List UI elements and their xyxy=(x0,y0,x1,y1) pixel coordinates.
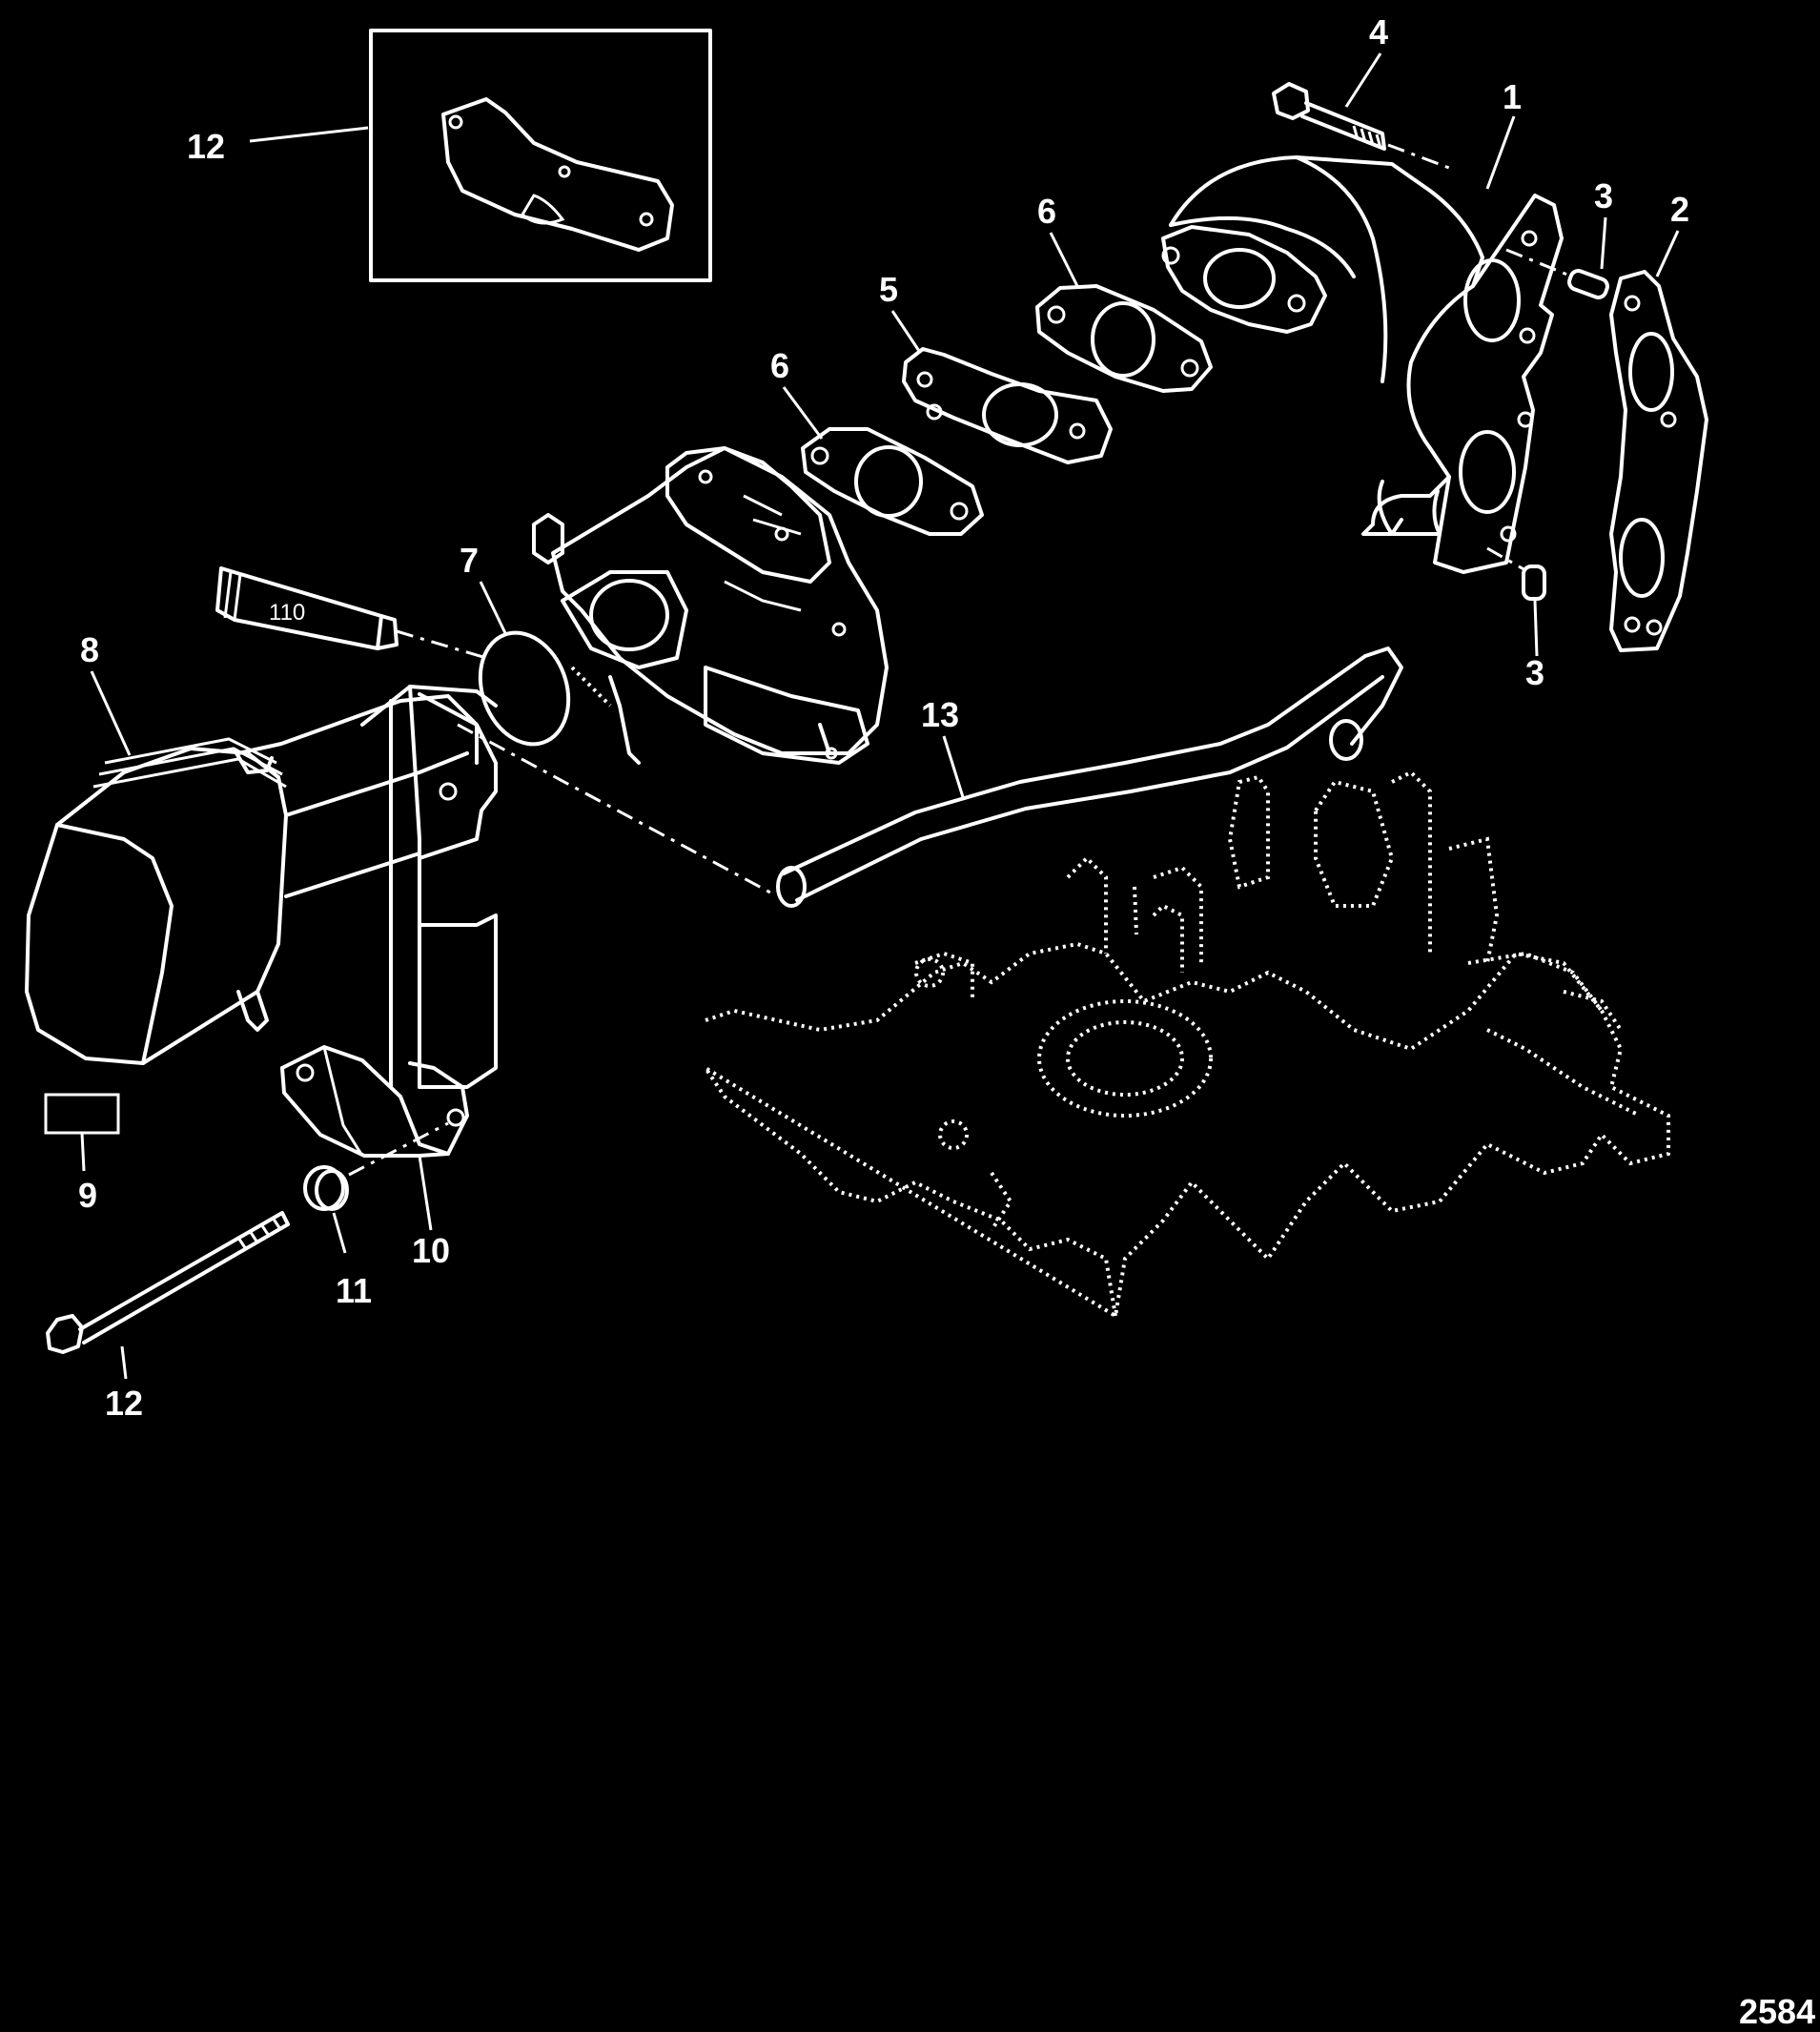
dowel-pin-lower xyxy=(1486,546,1546,601)
manifold-gasket xyxy=(1609,270,1708,652)
long-bolt xyxy=(46,1211,290,1354)
callout-10: 10 xyxy=(412,1231,450,1270)
carburetor xyxy=(532,446,889,765)
grommet xyxy=(303,1121,449,1211)
engine-block xyxy=(704,770,1670,1320)
inset-gasket xyxy=(441,97,674,252)
hose xyxy=(776,647,1403,908)
callout-12: 12 xyxy=(105,1384,143,1423)
callout-3b: 3 xyxy=(1525,653,1544,692)
callout-5: 5 xyxy=(879,270,898,309)
figure-number: 2584 xyxy=(1739,1992,1815,2031)
callout-7: 7 xyxy=(460,541,479,580)
carburetor-gasket-upper xyxy=(1035,284,1213,393)
callout-1: 1 xyxy=(1503,77,1522,116)
sealant-tube: 110 xyxy=(215,566,399,650)
callout-6b: 6 xyxy=(770,346,789,385)
dowel-pin-upper xyxy=(1505,248,1609,299)
callout-9: 9 xyxy=(78,1176,97,1215)
inset-box xyxy=(369,29,712,282)
callout-8: 8 xyxy=(80,630,99,669)
silencer-bracket xyxy=(280,1045,469,1158)
callout-13: 13 xyxy=(921,695,959,734)
sealant-label-110: 110 xyxy=(269,600,305,626)
callout-3a: 3 xyxy=(1594,176,1613,216)
o-ring xyxy=(478,630,571,747)
intake-manifold xyxy=(1161,155,1564,574)
manifold-bolt xyxy=(1272,82,1450,170)
callout-line-14 xyxy=(249,126,369,143)
callout-14: 12 xyxy=(187,127,225,166)
carburetor-gasket-lower xyxy=(801,427,984,536)
callout-2: 2 xyxy=(1670,190,1689,229)
callout-6a: 6 xyxy=(1037,192,1056,231)
intake-silencer xyxy=(25,685,498,1089)
callout-11: 11 xyxy=(336,1271,372,1310)
carburetor-spacer xyxy=(902,347,1113,464)
callout-4: 4 xyxy=(1369,12,1388,51)
